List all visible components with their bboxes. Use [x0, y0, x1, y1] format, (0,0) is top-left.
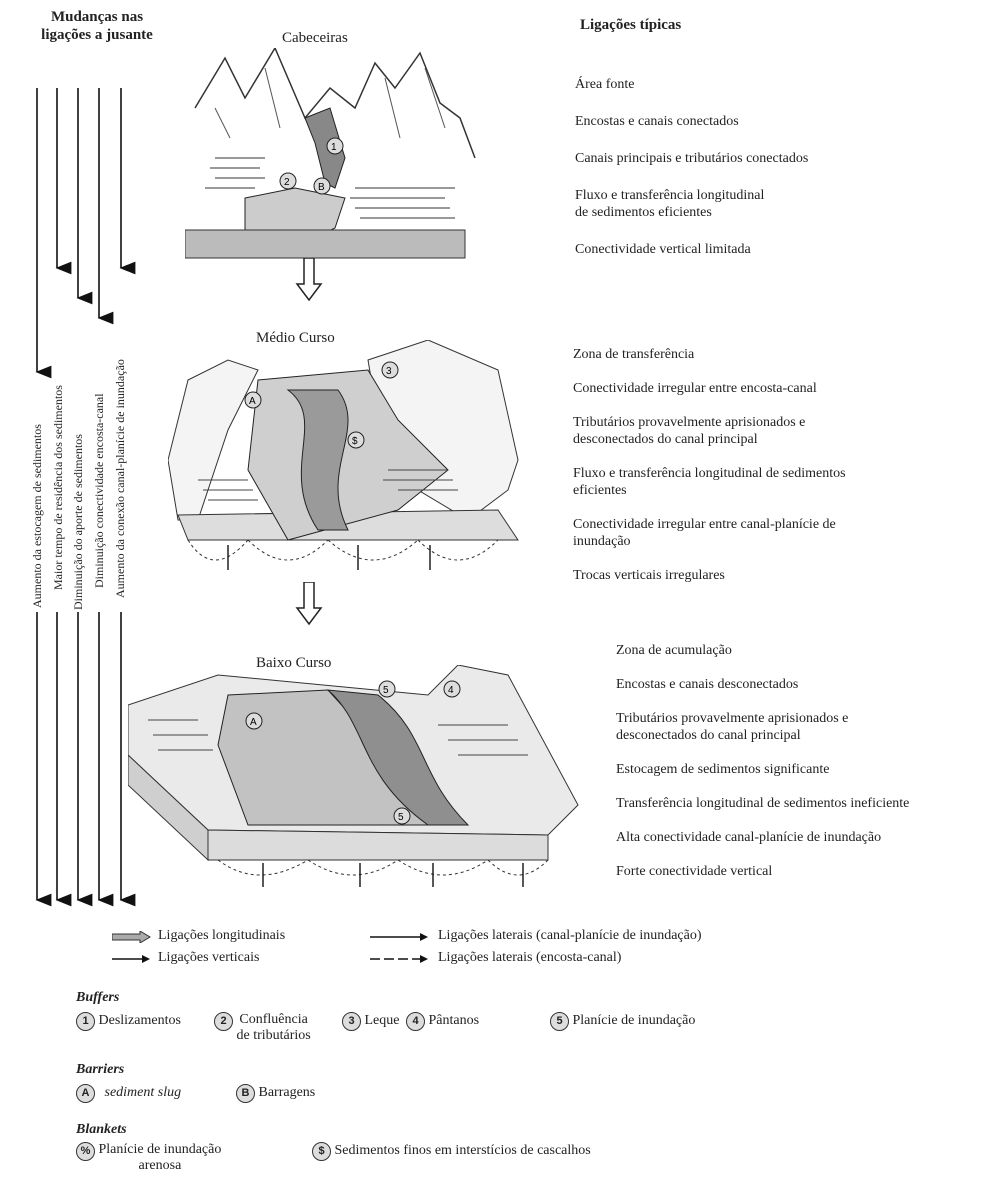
side-label-residence: Maior tempo de residência dos sedimentos: [51, 385, 66, 590]
blanket-label: Planície de inundação: [99, 1142, 222, 1157]
link-item: Tributários provavelmente aprisionados e: [573, 414, 846, 431]
flow-arrow-1: [294, 258, 324, 303]
legend-longitudinal: Ligações longitudinais: [158, 928, 285, 944]
lateral-floodplain-arrow-icon: [370, 932, 430, 942]
buffer-item: 3 Leque: [342, 1012, 399, 1031]
blanket-label: Sedimentos finos em interstícios de casc…: [335, 1143, 591, 1158]
blankets-row: % Planície de inundação arenosa $ Sedime…: [76, 1142, 776, 1176]
link-item: Canais principais e tributários conectad…: [575, 150, 808, 167]
buffer-badge: 1: [76, 1012, 95, 1031]
middle-links: Zona de transferência Conectividade irre…: [573, 346, 846, 584]
headwaters-title: Cabeceiras: [282, 30, 348, 47]
barrier-badge: A: [76, 1084, 95, 1103]
blanket-item: $ Sedimentos finos em interstícios de ca…: [312, 1142, 591, 1161]
buffer-label: Confluência: [239, 1012, 307, 1027]
link-item: Fluxo e transferência longitudinal: [575, 187, 808, 204]
longitudinal-arrow-icon: [112, 931, 152, 943]
link-item: Fluxo e transferência longitudinal de se…: [573, 465, 846, 482]
barrier-item: A sediment slug: [76, 1084, 181, 1103]
link-item: Forte conectividade vertical: [616, 863, 909, 880]
vertical-link-arrow-icon: [112, 954, 152, 964]
link-item: desconectados do canal principal: [573, 431, 846, 448]
buffer-label: Pântanos: [429, 1013, 480, 1028]
buffers-title: Buffers: [76, 990, 119, 1006]
side-label-hillslope: Diminuição conectividade encosta-canal: [92, 393, 107, 588]
svg-text:A: A: [250, 717, 257, 728]
svg-text:3: 3: [386, 366, 392, 377]
legend-lateral-hillslope: Ligações laterais (encosta-canal): [438, 950, 621, 966]
buffer-badge: 3: [342, 1012, 361, 1031]
link-item: Estocagem de sedimentos significante: [616, 761, 909, 778]
buffer-label-line2: de tributários: [237, 1028, 311, 1043]
legend-lateral-floodplain: Ligações laterais (canal-planície de inu…: [438, 928, 702, 944]
svg-text:A: A: [249, 396, 256, 407]
buffer-item: 1 Deslizamentos: [76, 1012, 181, 1031]
link-item: Encostas e canais desconectados: [616, 676, 909, 693]
barrier-badge: B: [236, 1084, 255, 1103]
buffer-label: Deslizamentos: [99, 1013, 181, 1028]
link-item: Área fonte: [575, 76, 808, 93]
svg-text:4: 4: [448, 685, 454, 696]
buffer-badge: 4: [406, 1012, 425, 1031]
link-item: Zona de acumulação: [616, 642, 909, 659]
buffer-label: Planície de inundação: [573, 1013, 696, 1028]
svg-text:5: 5: [383, 685, 389, 696]
link-item: Alta conectividade canal-planície de inu…: [616, 829, 909, 846]
link-item: de sedimentos eficientes: [575, 204, 808, 221]
buffer-item: 4 Pântanos: [406, 1012, 479, 1031]
link-item: Conectividade vertical limitada: [575, 241, 808, 258]
barrier-label: sediment slug: [105, 1085, 182, 1100]
barrier-item: B Barragens: [236, 1084, 315, 1103]
side-label-supply: Diminuição do aporte de sedimentos: [71, 434, 86, 610]
svg-text:5: 5: [398, 812, 404, 823]
svg-text:1: 1: [331, 142, 337, 153]
link-item: Conectividade irregular entre encosta-ca…: [573, 380, 846, 397]
link-item: inundação: [573, 533, 846, 550]
barriers-row: A sediment slug B Barragens: [76, 1084, 576, 1106]
link-item: Encostas e canais conectados: [575, 113, 808, 130]
link-item: eficientes: [573, 482, 846, 499]
blanket-badge: %: [76, 1142, 95, 1161]
link-item: Tributários provavelmente aprisionados e: [616, 710, 909, 727]
side-label-storage: Aumento da estocagem de sedimentos: [30, 424, 45, 608]
svg-text:B: B: [318, 182, 325, 193]
blanket-badge: $: [312, 1142, 331, 1161]
blanket-label-line2: arenosa: [139, 1158, 182, 1173]
blanket-item: % Planície de inundação arenosa: [76, 1142, 221, 1174]
link-item: Zona de transferência: [573, 346, 846, 363]
buffer-item: 5 Planície de inundação: [550, 1012, 695, 1031]
right-header: Ligações típicas: [580, 16, 681, 34]
side-label-floodplain: Aumento da conexão canal-planície de inu…: [113, 359, 128, 598]
buffer-label: Leque: [365, 1013, 400, 1028]
barrier-label: Barragens: [259, 1085, 316, 1100]
link-item: Transferência longitudinal de sedimentos…: [616, 795, 909, 812]
link-item: Conectividade irregular entre canal-plan…: [573, 516, 846, 533]
headwaters-illustration: 1 2 B: [185, 48, 485, 268]
legend-vertical: Ligações verticais: [158, 950, 259, 966]
headwaters-links: Área fonte Encostas e canais conectados …: [575, 76, 808, 258]
lateral-hillslope-arrow-icon: [370, 954, 430, 964]
buffer-badge: 2: [214, 1012, 233, 1031]
middle-course-illustration: A 3 $: [168, 340, 528, 590]
barriers-title: Barriers: [76, 1062, 124, 1078]
buffer-badge: 5: [550, 1012, 569, 1031]
lower-course-illustration: A 5 4 5: [128, 665, 588, 895]
svg-text:2: 2: [284, 177, 290, 188]
lower-links: Zona de acumulação Encostas e canais des…: [616, 642, 909, 880]
buffer-item: 2 Confluência de tributários: [214, 1012, 311, 1044]
blankets-title: Blankets: [76, 1122, 127, 1138]
buffers-row: 1 Deslizamentos 2 Confluência de tributá…: [76, 1012, 956, 1054]
link-item: Trocas verticais irregulares: [573, 567, 846, 584]
link-item: desconectados do canal principal: [616, 727, 909, 744]
svg-text:$: $: [352, 436, 358, 447]
